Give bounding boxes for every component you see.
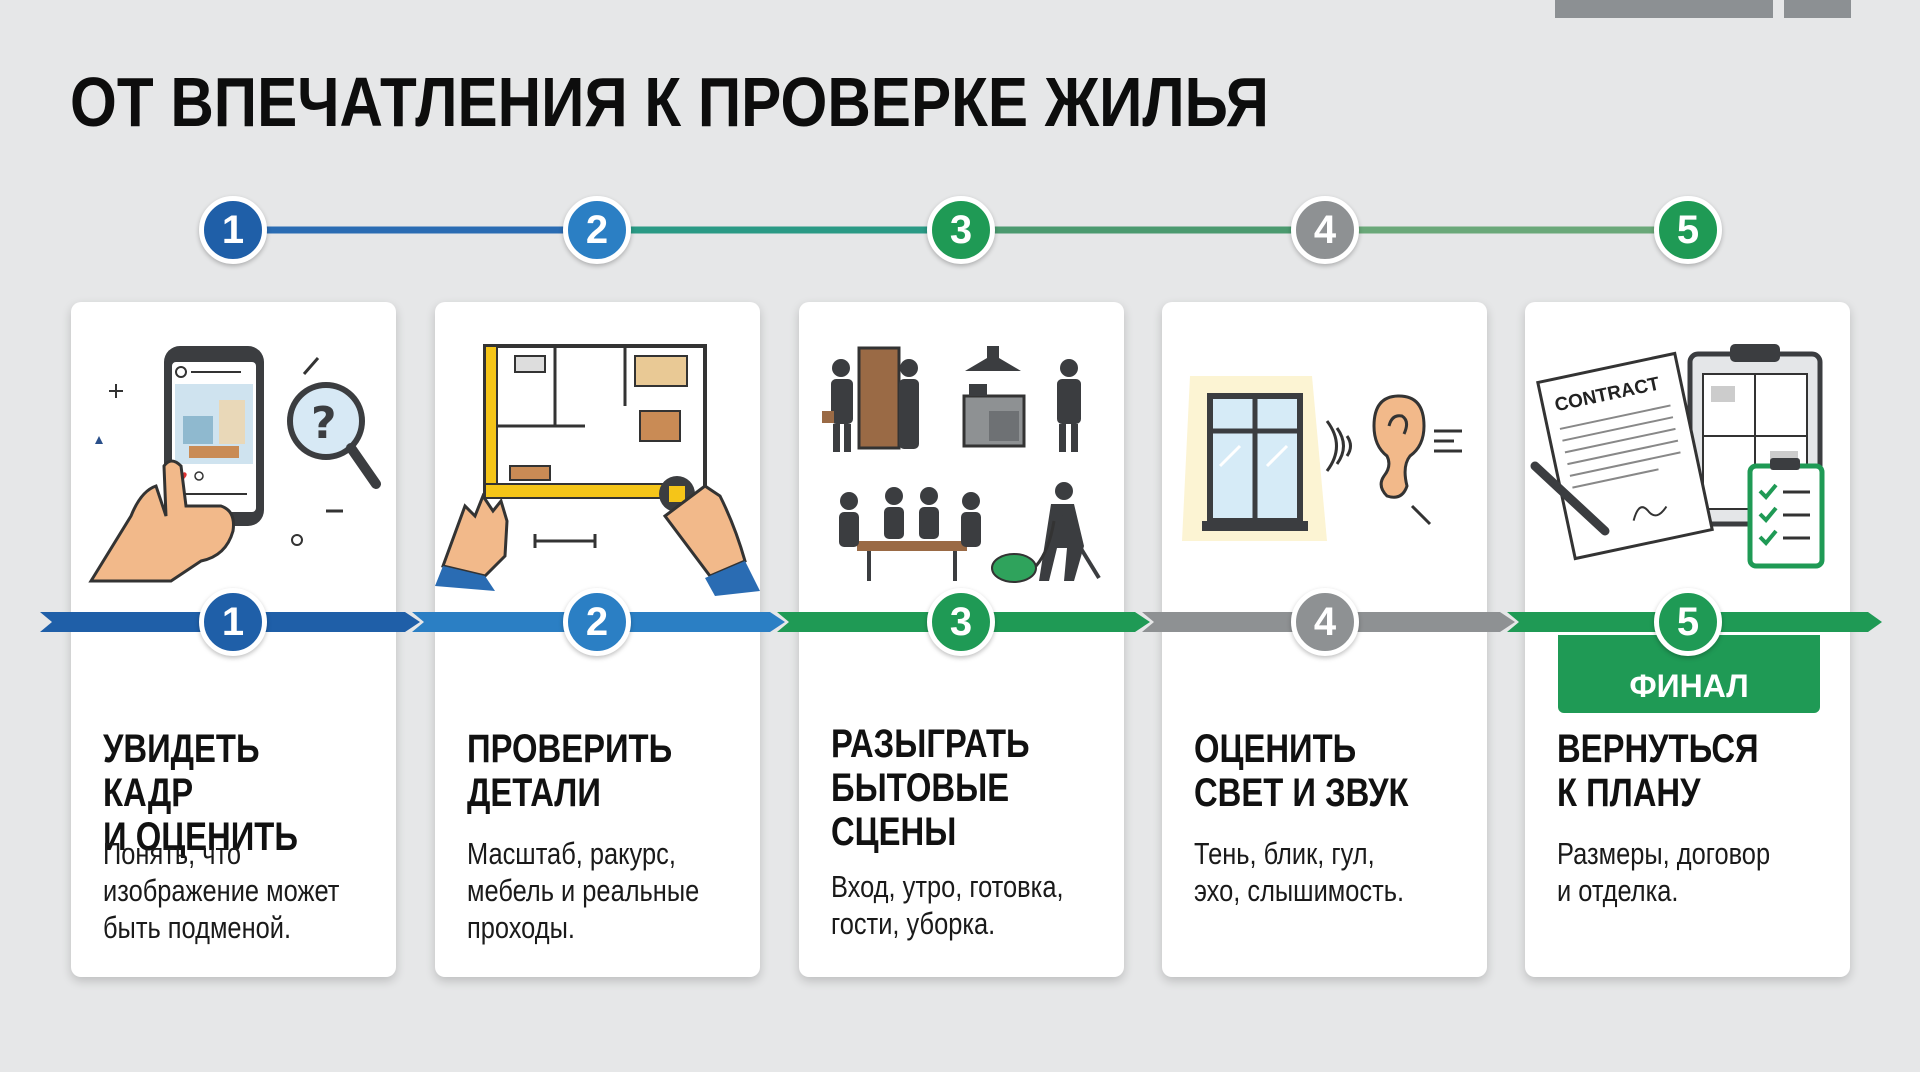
corner-decoration-bar xyxy=(1555,0,1773,18)
step-4-description: Тень, блик, гул, эхо, слышимость. xyxy=(1194,836,1405,908)
step-1-band-number: 1 xyxy=(199,588,267,656)
step-1-description: Понять, что изображение может быть подме… xyxy=(103,836,340,945)
step-card-3: РАЗЫГРАТЬ БЫТОВЫЕ СЦЕНЫ Вход, утро, гото… xyxy=(799,302,1124,977)
step-4-heading: ОЦЕНИТЬ СВЕТ И ЗВУК xyxy=(1194,727,1409,815)
svg-text:?: ? xyxy=(311,398,337,449)
progress-arrow-band: 1 2 3 4 5 xyxy=(0,588,1920,656)
step-2-description: Масштаб, ракурс, мебель и реальные прохо… xyxy=(467,836,700,945)
step-2-band-number: 2 xyxy=(563,588,631,656)
step-4-top-number: 4 xyxy=(1291,196,1359,264)
step-1-top-number: 1 xyxy=(199,196,267,264)
top-timeline: 1 2 3 4 5 xyxy=(0,190,1920,270)
floor-plan-tape-measure-icon xyxy=(435,344,760,596)
step-2-heading: ПРОВЕРИТЬ ДЕТАЛИ xyxy=(467,727,673,815)
phone-photo-magnifier-icon: ♥ ? xyxy=(88,346,381,583)
step-3-top-number: 3 xyxy=(927,196,995,264)
contract-clipboard-icon: CONTRACT xyxy=(1530,344,1825,569)
step-3-band-number: 3 xyxy=(927,588,995,656)
step-3-description: Вход, утро, готовка, гости, уборка. xyxy=(831,869,1064,941)
window-ear-icon xyxy=(1182,376,1462,541)
step-5-top-number: 5 xyxy=(1654,196,1722,264)
step-4-band-number: 4 xyxy=(1291,588,1359,656)
step-5-description: Размеры, договор и отделка. xyxy=(1557,836,1771,908)
step-2-top-number: 2 xyxy=(563,196,631,264)
step-5-heading: ВЕРНУТЬСЯ К ПЛАНУ xyxy=(1557,727,1759,815)
household-scenes-icon xyxy=(822,346,1101,583)
step-3-heading: РАЗЫГРАТЬ БЫТОВЫЕ СЦЕНЫ xyxy=(831,722,1030,854)
page-title: ОТ ВПЕЧАТЛЕНИЯ К ПРОВЕРКЕ ЖИЛЬЯ xyxy=(70,63,1269,141)
corner-decoration-bar xyxy=(1784,0,1851,18)
step-1-heading: УВИДЕТЬ КАДР И ОЦЕНИТЬ xyxy=(103,727,298,859)
step-5-band-number: 5 xyxy=(1654,588,1722,656)
